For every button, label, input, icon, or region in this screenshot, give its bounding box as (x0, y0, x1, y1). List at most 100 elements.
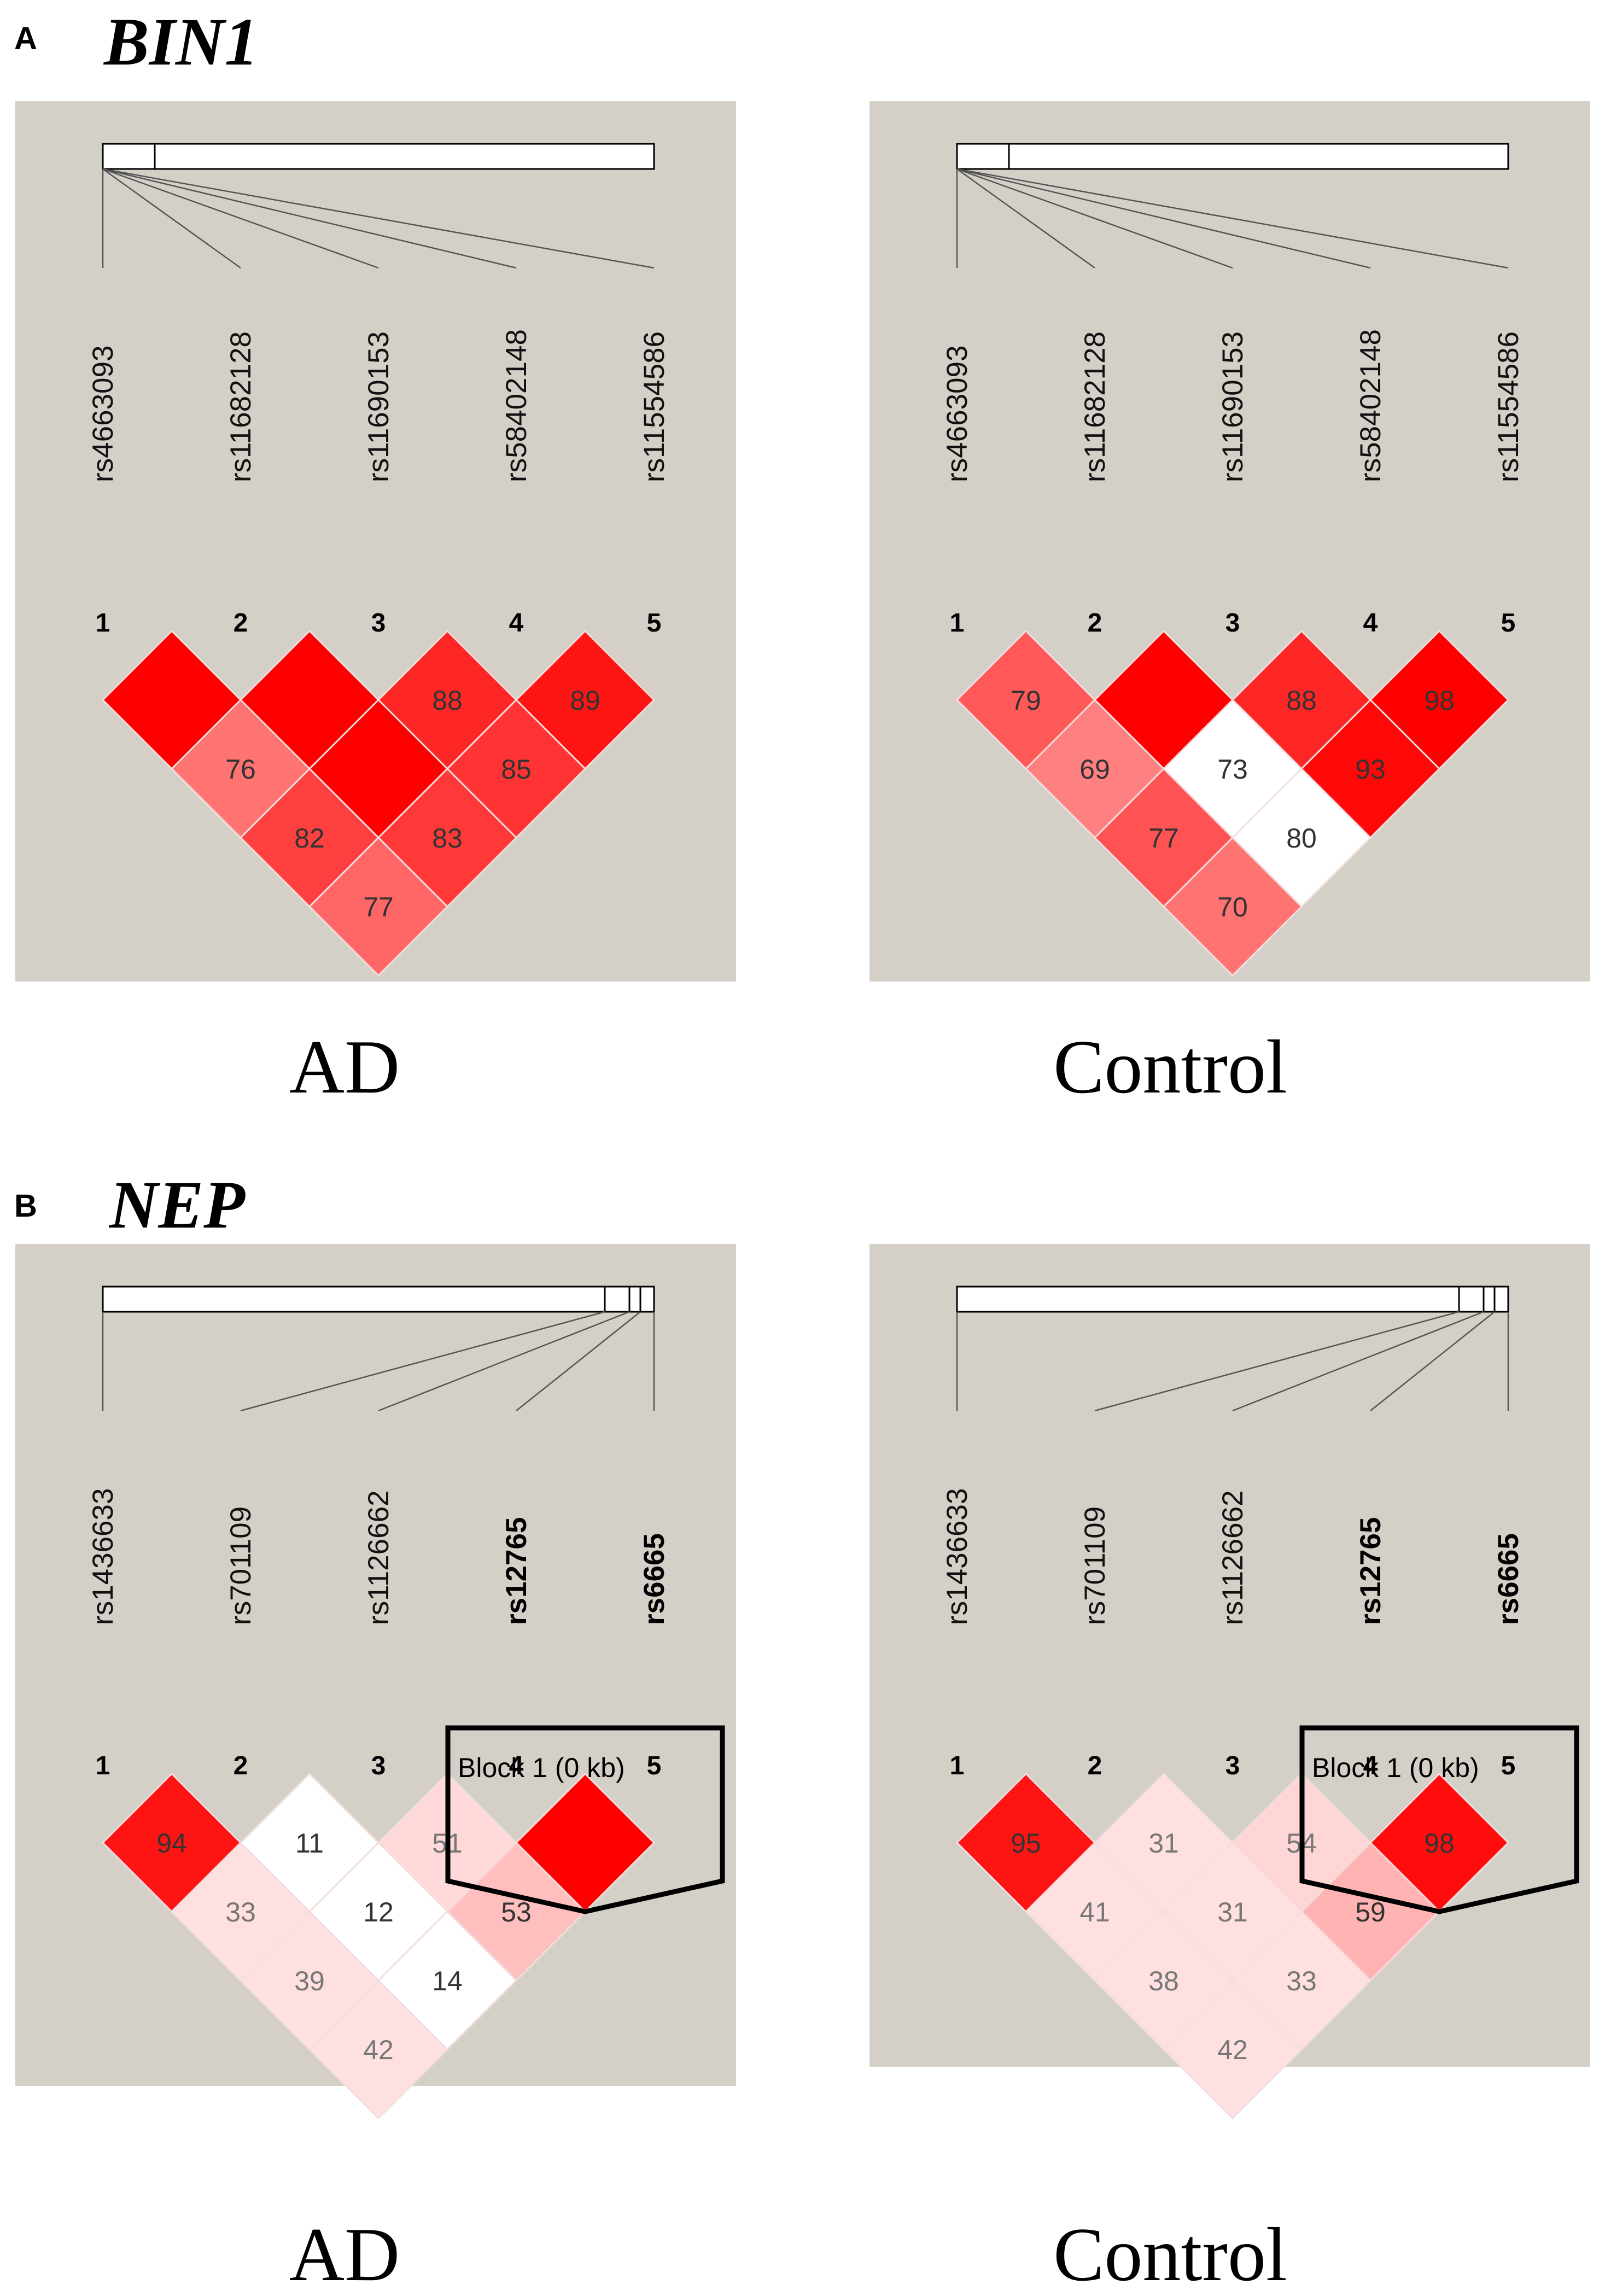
haplotype-block-outline (1299, 1725, 1579, 1914)
ld-value: 33 (1286, 1966, 1317, 1996)
ld-value: 88 (1286, 685, 1317, 716)
ld-value: 42 (363, 2035, 394, 2065)
ld-value: 42 (1217, 2035, 1248, 2065)
ld-value: 88 (432, 685, 463, 716)
marker-index: 4 (509, 1751, 524, 1780)
marker-connector (102, 168, 517, 269)
snp-label: rs11690153 (1217, 331, 1249, 482)
marker-connector (240, 1311, 605, 1412)
ld-diamond (308, 1979, 449, 2120)
snp-label: rs701109 (225, 1506, 257, 1625)
chromosome-bar (102, 143, 655, 170)
ld-value: 38 (1148, 1966, 1179, 1996)
snp-label: rs4663093 (941, 346, 973, 482)
marker-connector (1232, 1311, 1484, 1412)
marker-index: 1 (96, 1751, 110, 1780)
ld-value: 93 (1355, 754, 1386, 785)
snp-label: rs11682128 (1079, 331, 1111, 482)
snp-label: rs701109 (1079, 1506, 1111, 1625)
marker-index: 3 (1225, 609, 1240, 638)
ld-value: 12 (363, 1897, 394, 1927)
marker-connector (956, 168, 1371, 269)
section-letter: B (14, 1188, 37, 1224)
group-label: Control (1053, 2212, 1287, 2293)
ld-value: 77 (1148, 823, 1179, 854)
ld-cell: 42 (1162, 1979, 1303, 2120)
ld-value: 69 (1079, 754, 1110, 785)
marker-index: 1 (950, 609, 965, 638)
ld-value: 94 (156, 1828, 187, 1859)
ld-value: 41 (1079, 1897, 1110, 1927)
ld-value: 53 (501, 1897, 532, 1927)
marker-index: 4 (1363, 609, 1378, 638)
marker-connector (1370, 1311, 1495, 1411)
snp-label: rs12765 (1355, 1517, 1387, 1625)
ld-value: 98 (1424, 1828, 1455, 1859)
ld-value: 80 (1286, 823, 1317, 854)
snp-label: rs58402148 (500, 329, 533, 482)
group-label: Control (1053, 1025, 1287, 1109)
ld-value: 85 (501, 754, 532, 785)
marker-index: 2 (234, 609, 248, 638)
ld-value: 95 (1011, 1828, 1041, 1859)
snp-label: rs6665 (638, 1533, 670, 1625)
ld-value: 31 (1217, 1897, 1248, 1927)
ld-value: 83 (432, 823, 463, 854)
marker-connector (102, 168, 655, 269)
gene-title: NEP (108, 1167, 246, 1242)
ld-diamond (1162, 836, 1303, 977)
marker-connector (102, 168, 379, 269)
marker-connector (956, 168, 1095, 269)
chromosome-bar (956, 1286, 1509, 1313)
marker-connector (1094, 1311, 1460, 1412)
snp-label: rs11682128 (225, 331, 257, 482)
snp-label: rs1436633 (941, 1488, 973, 1625)
ld-value: 33 (225, 1897, 256, 1927)
ld-value: 73 (1217, 754, 1248, 785)
marker-index: 2 (234, 1751, 248, 1780)
marker-connector (956, 168, 1233, 269)
gene-title: BIN1 (103, 4, 259, 79)
section-letter: A (14, 21, 37, 56)
marker-index: 3 (371, 609, 386, 638)
ld-diamond (308, 836, 449, 977)
ld-value: 39 (294, 1966, 325, 1996)
marker-index: 5 (647, 1751, 662, 1780)
group-label: AD (289, 1025, 400, 1109)
marker-index: 3 (1225, 1751, 1240, 1780)
snp-label: rs58402148 (1355, 329, 1387, 482)
ld-cell: 70 (1162, 836, 1303, 977)
ld-value: 11 (295, 1828, 324, 1859)
marker-index: 4 (1363, 1751, 1378, 1780)
block-label: Block 1 (0 kb) (1312, 1752, 1479, 1783)
ld-panel-ad: rs4663093 rs11682128 rs11690153 rs58402148 r… (15, 101, 736, 982)
ld-value: 76 (225, 754, 256, 785)
snp-label: rs11690153 (363, 331, 395, 482)
ld-cell: 42 (308, 1979, 449, 2120)
ld-value: 79 (1011, 685, 1041, 716)
haplotype-block-outline (445, 1725, 725, 1914)
ld-value: 70 (1217, 892, 1248, 922)
ld-value: 77 (363, 892, 394, 922)
ld-value: 31 (1148, 1828, 1179, 1859)
snp-label: rs11554586 (638, 331, 670, 482)
snp-label: rs4663093 (87, 346, 119, 482)
ld-cell: 77 (308, 836, 449, 977)
ld-value: 82 (294, 823, 325, 854)
ld-value: 89 (570, 685, 600, 716)
snp-label: rs12765 (500, 1517, 533, 1625)
ld-value: 14 (432, 1966, 463, 1996)
chromosome-bar (102, 1286, 655, 1313)
marker-connector (378, 1311, 630, 1412)
marker-index: 5 (1501, 609, 1516, 638)
snp-label: rs1126662 (363, 1490, 395, 1625)
marker-index: 4 (509, 609, 524, 638)
marker-index: 2 (1088, 1751, 1102, 1780)
block-label: Block 1 (0 kb) (458, 1752, 625, 1783)
ld-diamond (1162, 1979, 1303, 2120)
marker-index: 1 (96, 609, 110, 638)
